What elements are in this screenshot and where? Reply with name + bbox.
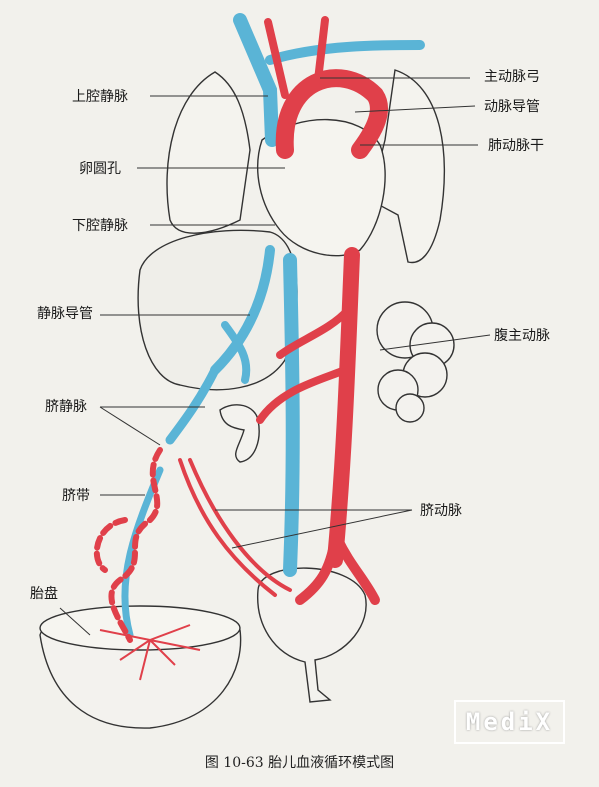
label-ivc: 下腔静脉 bbox=[72, 218, 128, 234]
brachiocephalic-vein bbox=[265, 40, 425, 65]
right-lung bbox=[166, 71, 251, 234]
leader-lines bbox=[59, 77, 491, 636]
label-ductus-venosus: 静脉导管 bbox=[37, 306, 93, 322]
label-svc: 上腔静脉 bbox=[72, 89, 128, 105]
umbilical-artery-vessel bbox=[188, 458, 292, 592]
portal-branch bbox=[221, 321, 251, 384]
abdominal-organ-cluster bbox=[376, 301, 455, 423]
label-aortic-arch: 主动脉弓 bbox=[484, 69, 540, 85]
medix-watermark: MediX bbox=[454, 700, 565, 744]
label-umbilical-vein: 脐静脉 bbox=[45, 399, 87, 415]
placenta-vein bbox=[121, 466, 164, 639]
bladder bbox=[257, 567, 367, 703]
placenta-vessel-network bbox=[99, 624, 201, 681]
label-abdominal-aorta: 腹主动脉 bbox=[494, 328, 550, 344]
left-lung bbox=[369, 69, 446, 264]
iliac-left bbox=[295, 535, 340, 605]
ivc-vessel bbox=[283, 253, 300, 577]
umbilical-vein-vessel bbox=[165, 365, 220, 445]
renal-branch bbox=[256, 366, 349, 424]
umbilical-artery-vessel-2 bbox=[178, 458, 277, 597]
ductus-venosus-vessel bbox=[210, 245, 275, 375]
svc-vessel bbox=[233, 13, 279, 147]
descending-aorta bbox=[327, 247, 360, 568]
cord-twist bbox=[108, 447, 163, 643]
label-umbilical-cord: 脐带 bbox=[62, 488, 90, 504]
label-umbilical-artery: 脐动脉 bbox=[420, 503, 462, 519]
figure-caption: 图 10-63 胎儿血液循环模式图 bbox=[204, 755, 395, 771]
label-pulmonary-trunk: 肺动脉干 bbox=[488, 138, 544, 154]
aortic-arch-vessel bbox=[275, 69, 388, 159]
intestine bbox=[219, 404, 260, 463]
iliac-right bbox=[333, 535, 380, 605]
liver bbox=[137, 229, 298, 391]
label-ductus-arteriosus: 动脉导管 bbox=[484, 99, 540, 115]
subclavian-branch bbox=[314, 16, 329, 84]
carotid-branch bbox=[264, 18, 289, 99]
label-placenta: 胎盘 bbox=[30, 586, 58, 602]
celiac-branch bbox=[276, 306, 352, 359]
label-foramen-ovale: 卵圆孔 bbox=[79, 161, 121, 177]
cord-loop bbox=[93, 517, 128, 573]
